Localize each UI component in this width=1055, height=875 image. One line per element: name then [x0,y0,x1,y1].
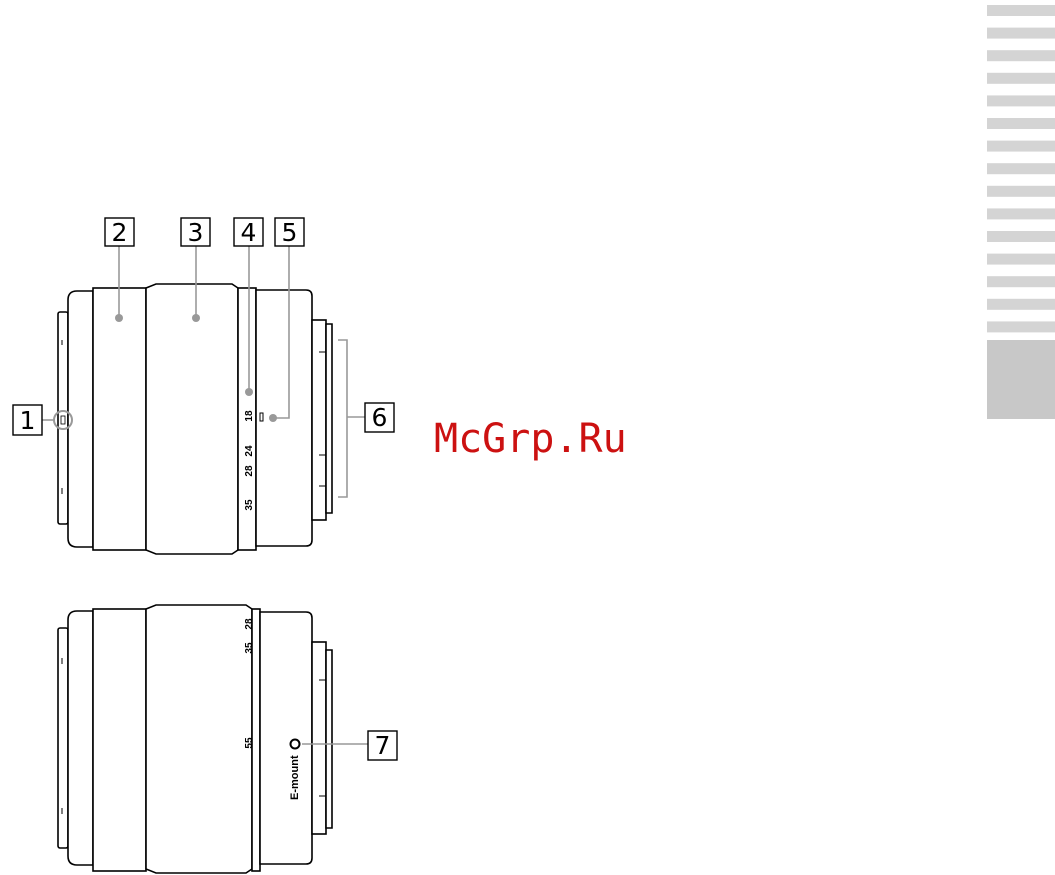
lens-top [58,284,332,554]
zoom-scale-28: 28 [244,465,255,477]
svg-text:7: 7 [375,731,391,760]
callout-6: 6 [365,403,394,432]
zoom-scale-28-bottom: 28 [244,618,255,630]
side-tab-stripe [987,231,1055,242]
side-tab-stripe [987,5,1055,16]
side-tab-stripe [987,321,1055,332]
zoom-scale-24: 24 [244,445,255,457]
mount-label: E-mount [289,755,301,800]
watermark: McGrp.Ru [434,416,627,462]
side-tab-stripes [987,5,1055,419]
lens-bottom [58,605,332,873]
svg-text:5: 5 [282,218,298,247]
side-tab-stripe [987,163,1055,174]
side-tab-stripe [987,299,1055,310]
side-tab-stripe [987,28,1055,39]
callout-1: 1 [13,405,42,435]
svg-text:1: 1 [20,406,36,435]
callout-5: 5 [275,218,304,247]
side-tab-stripe [987,186,1055,197]
side-tab-stripe [987,118,1055,129]
zoom-scale-55-bottom: 55 [244,737,255,749]
side-tab-stripe [987,73,1055,84]
side-tab-stripe [987,141,1055,152]
zoom-scale-35-bottom: 35 [244,642,255,654]
svg-text:3: 3 [188,218,204,247]
side-tab-stripe [987,254,1055,265]
side-tab-stripe [987,276,1055,287]
side-tab-stripe [987,208,1055,219]
callout-3: 3 [181,218,210,247]
side-tab-stripe [987,50,1055,61]
callout-4: 4 [234,218,263,247]
callout-7: 7 [368,731,397,760]
side-tab-active [987,340,1055,419]
callout-2: 2 [105,218,134,247]
svg-text:4: 4 [241,218,257,247]
zoom-scale-35: 35 [244,499,255,511]
zoom-scale-18: 18 [244,410,255,422]
svg-text:2: 2 [112,218,128,247]
side-tab-stripe [987,95,1055,106]
svg-text:6: 6 [372,403,388,432]
